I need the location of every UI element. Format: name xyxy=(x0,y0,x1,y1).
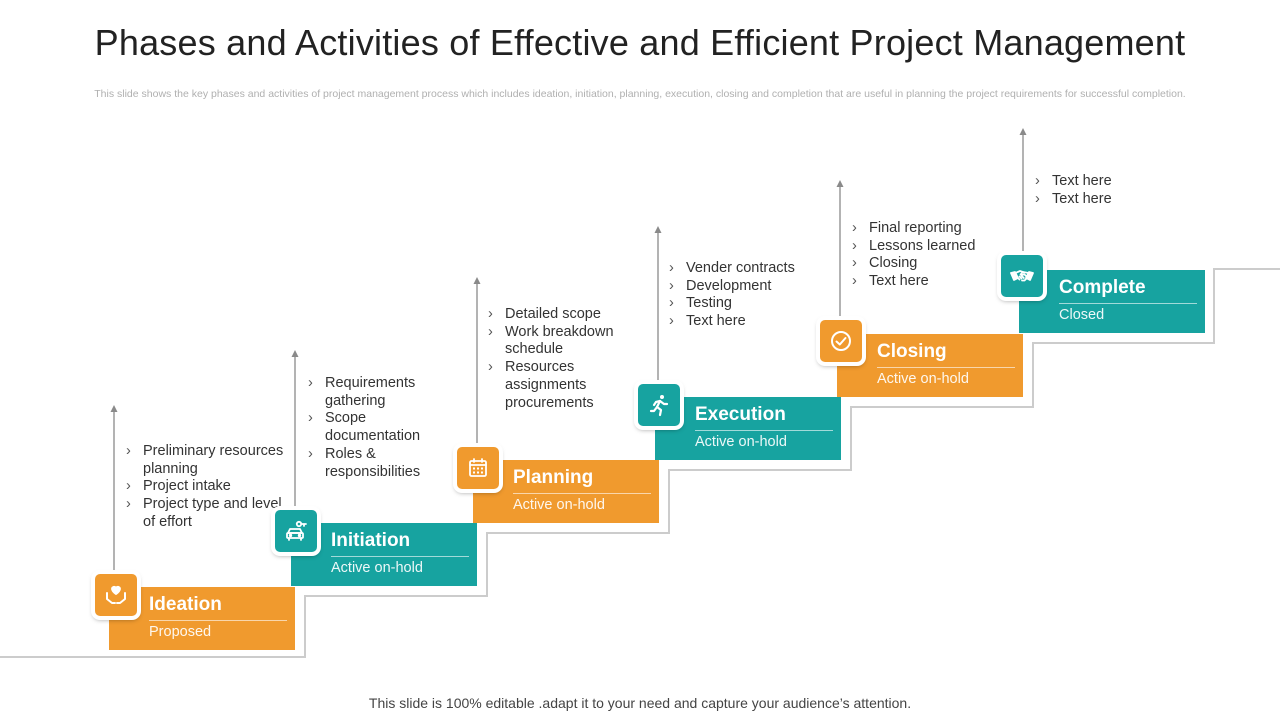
page-subtitle: This slide shows the key phases and acti… xyxy=(94,88,1186,100)
activity-item: Requirements gathering xyxy=(306,375,456,410)
car-key-icon xyxy=(273,508,319,554)
phase-activities: Requirements gathering Scope documentati… xyxy=(306,375,456,481)
phase-activities: Detailed scope Work breakdown schedule R… xyxy=(486,306,636,412)
phase-name: Closing xyxy=(877,341,947,362)
phase-box-execution: Execution Active on-hold xyxy=(655,397,841,460)
activity-item: Scope documentation xyxy=(306,410,456,445)
staircase-step-line xyxy=(0,268,1280,658)
phase-status: Active on-hold xyxy=(513,497,605,513)
phase-name: Ideation xyxy=(149,594,222,615)
calendar-icon xyxy=(455,445,501,491)
activity-item: Development xyxy=(667,278,827,296)
phase-arrow-head-3 xyxy=(654,226,662,233)
page-title: Phases and Activities of Effective and E… xyxy=(94,22,1186,63)
phase-activities: Vender contracts Development Testing Tex… xyxy=(667,260,827,331)
activity-item: Project intake xyxy=(124,478,284,496)
phase-divider xyxy=(149,620,287,621)
phase-divider xyxy=(877,367,1015,368)
phase-arrow-head-2 xyxy=(473,277,481,284)
phase-box-ideation: Ideation Proposed xyxy=(109,587,295,650)
phase-arrow-head-0 xyxy=(110,405,118,412)
phase-name: Initiation xyxy=(331,530,411,551)
phase-arrow-head-5 xyxy=(1019,128,1027,135)
phase-activities: Final reporting Lessons learned Closing … xyxy=(850,220,1010,291)
activity-item: Text here xyxy=(1033,173,1183,191)
phase-divider xyxy=(1059,303,1197,304)
phase-box-planning: Planning Active on-hold xyxy=(473,460,659,523)
activity-item: Vender contracts xyxy=(667,260,827,278)
handshake-icon xyxy=(999,253,1045,299)
activity-item: Text here xyxy=(667,313,827,331)
phase-status: Active on-hold xyxy=(331,560,423,576)
activity-item: Detailed scope xyxy=(486,306,636,324)
activity-item: Work breakdown schedule xyxy=(486,324,636,359)
phase-status: Active on-hold xyxy=(695,434,787,450)
phase-box-closing: Closing Active on-hold xyxy=(837,334,1023,397)
activity-item: Roles & responsibilities xyxy=(306,446,456,481)
hands-heart-icon xyxy=(93,572,139,618)
phase-arrow-head-4 xyxy=(836,180,844,187)
check-circle-icon xyxy=(818,318,864,364)
activity-item: Testing xyxy=(667,295,827,313)
activity-item: Project type and level of effort xyxy=(124,496,284,531)
phase-arrows xyxy=(110,128,1027,578)
activity-item: Preliminary resources planning xyxy=(124,443,284,478)
activity-item: Lessons learned xyxy=(850,238,1010,256)
phase-divider xyxy=(513,493,651,494)
phase-divider xyxy=(695,430,833,431)
phase-status: Proposed xyxy=(149,624,212,640)
phase-status: Closed xyxy=(1059,307,1105,323)
activity-item: Text here xyxy=(850,273,1010,291)
footer-note: This slide is 100% editable .adapt it to… xyxy=(368,695,912,711)
activity-item: Text here xyxy=(1033,191,1183,209)
running-person-icon xyxy=(636,382,682,428)
phase-name: Execution xyxy=(695,404,786,425)
phase-arrow-head-1 xyxy=(291,350,299,357)
phase-name: Complete xyxy=(1059,277,1146,298)
phase-name: Planning xyxy=(513,467,594,488)
activity-item: Resources assignments procurements xyxy=(486,359,636,412)
phase-activities: Text here Text here xyxy=(1033,173,1183,208)
activity-item: Final reporting xyxy=(850,220,1010,238)
phase-box-initiation: Initiation Active on-hold xyxy=(291,523,477,586)
phase-activities: Preliminary resources planning Project i… xyxy=(124,443,284,532)
phase-box-complete: Complete Closed xyxy=(1019,270,1205,333)
activity-item: Closing xyxy=(850,255,1010,273)
phase-status: Active on-hold xyxy=(877,371,969,387)
phase-divider xyxy=(331,556,469,557)
